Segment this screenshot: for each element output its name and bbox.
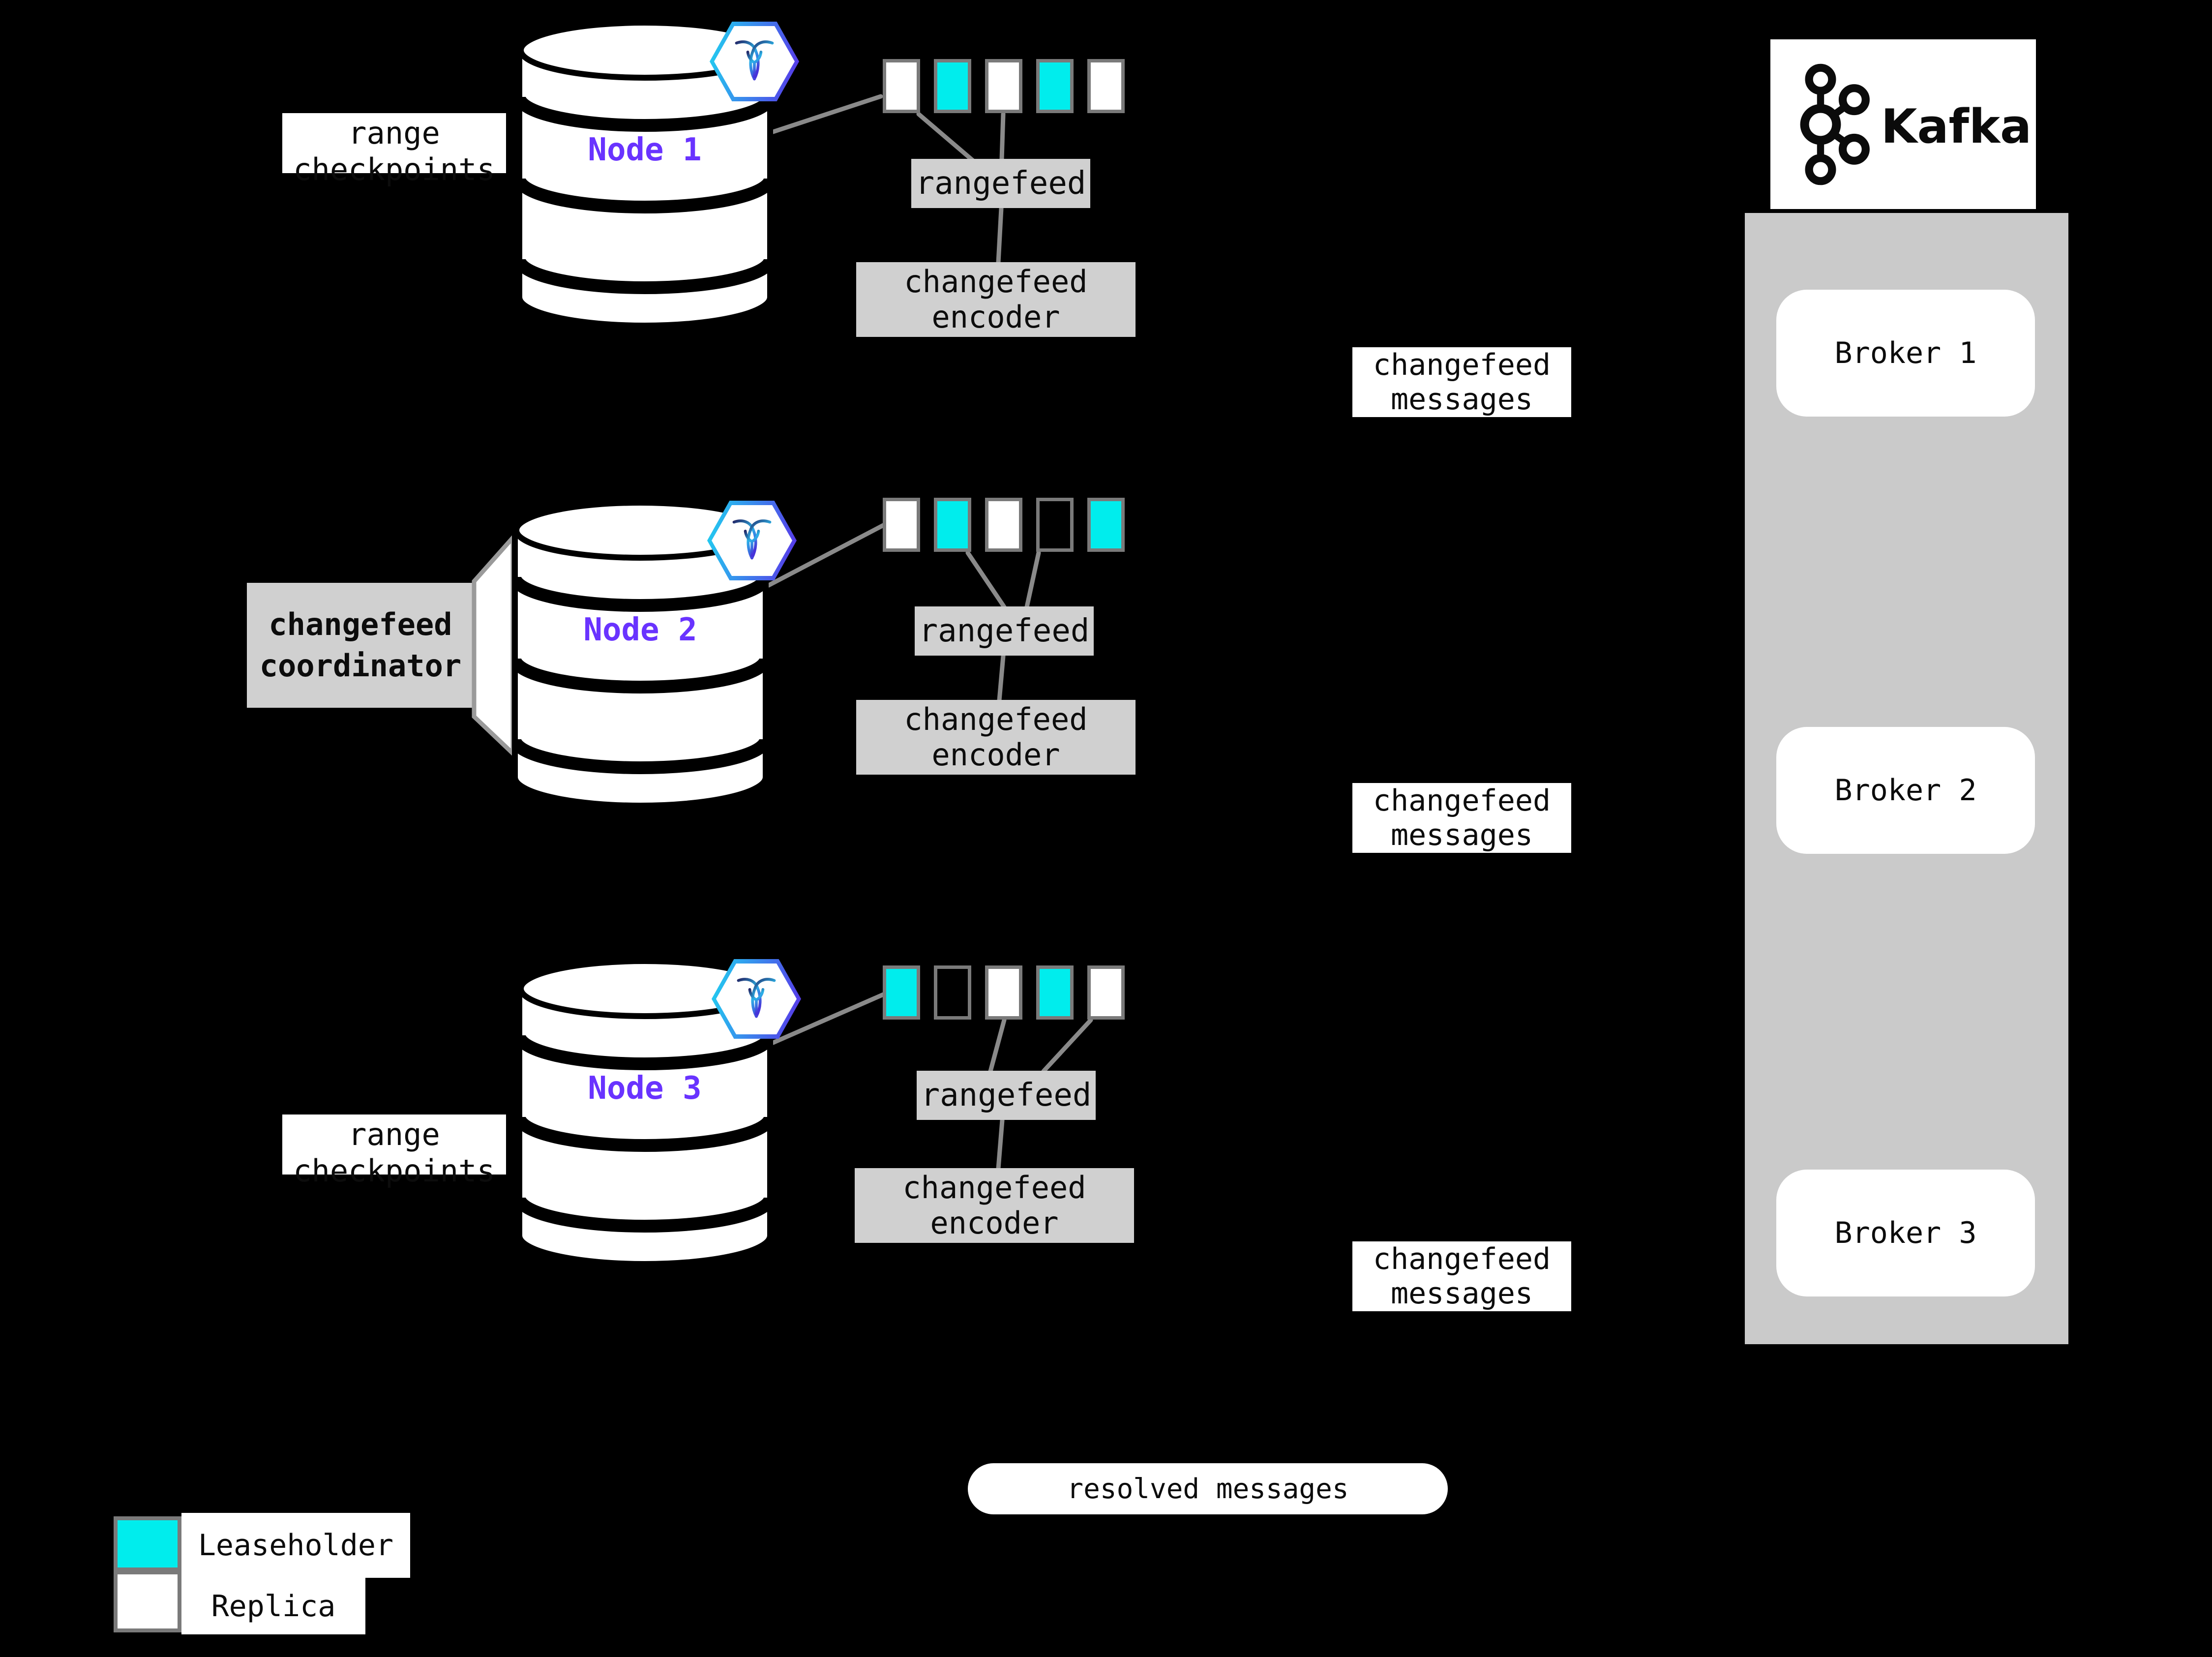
range-cell <box>934 498 971 552</box>
range-cell <box>1087 59 1125 113</box>
node-cylinder <box>516 958 773 1267</box>
broker-card: Broker 2 <box>1776 727 2035 854</box>
kafka-brand-text: Kafka <box>1881 100 2032 154</box>
kafka-logo-icon <box>1800 63 1870 185</box>
range-cell <box>1087 498 1125 552</box>
range-cell <box>883 965 920 1020</box>
rangefeed-box: rangefeed <box>915 606 1094 656</box>
node-cylinder <box>516 20 773 329</box>
rangefeed-box: rangefeed <box>911 159 1090 208</box>
range-checkpoints-label: range checkpoints <box>282 1115 506 1189</box>
range-cell <box>883 498 920 552</box>
rangefeed-box: rangefeed <box>917 1071 1096 1120</box>
legend-label-leaseholder: Leaseholder <box>181 1513 410 1578</box>
cockroachdb-logo-icon <box>707 501 797 580</box>
changefeed-encoder-box: changefeed encoder <box>855 1168 1134 1243</box>
range-cell <box>985 59 1022 113</box>
changefeed-messages-label: changefeed messages <box>1352 783 1571 853</box>
range-cell <box>1036 59 1074 113</box>
changefeed-encoder-box: changefeed encoder <box>856 262 1136 337</box>
range-checkpoints-label: range checkpoints <box>282 113 506 187</box>
node-cylinder <box>512 500 769 809</box>
changefeed-messages-label: changefeed messages <box>1352 347 1571 417</box>
range-cell <box>985 498 1022 552</box>
range-cell <box>883 59 920 113</box>
broker-card: Broker 3 <box>1776 1170 2035 1296</box>
range-cell <box>1036 965 1074 1020</box>
arrowhead-icon <box>239 335 2084 1261</box>
range-cell <box>1036 498 1074 552</box>
changefeed-messages-label: changefeed messages <box>1352 1241 1571 1311</box>
coordinator-flag <box>472 534 515 757</box>
range-cell <box>1087 965 1125 1020</box>
range-cell <box>985 965 1022 1020</box>
cockroachdb-logo-icon <box>712 959 801 1039</box>
changefeed-coordinator-label: changefeed coordinator <box>247 583 474 708</box>
range-cell <box>934 965 971 1020</box>
node-name: Node 2 <box>583 612 697 648</box>
legend-swatch-replica <box>114 1570 181 1632</box>
legend-label-replica: Replica <box>181 1578 365 1634</box>
changefeed-encoder-box: changefeed encoder <box>856 700 1136 775</box>
broker-card: Broker 1 <box>1776 290 2035 417</box>
range-cell <box>934 59 971 113</box>
node-name: Node 1 <box>588 132 702 168</box>
resolved-messages-pill: resolved messages <box>968 1463 1448 1514</box>
cockroachdb-logo-icon <box>710 22 799 101</box>
node-name: Node 3 <box>588 1070 702 1107</box>
legend-swatch-leaseholder <box>114 1516 181 1571</box>
